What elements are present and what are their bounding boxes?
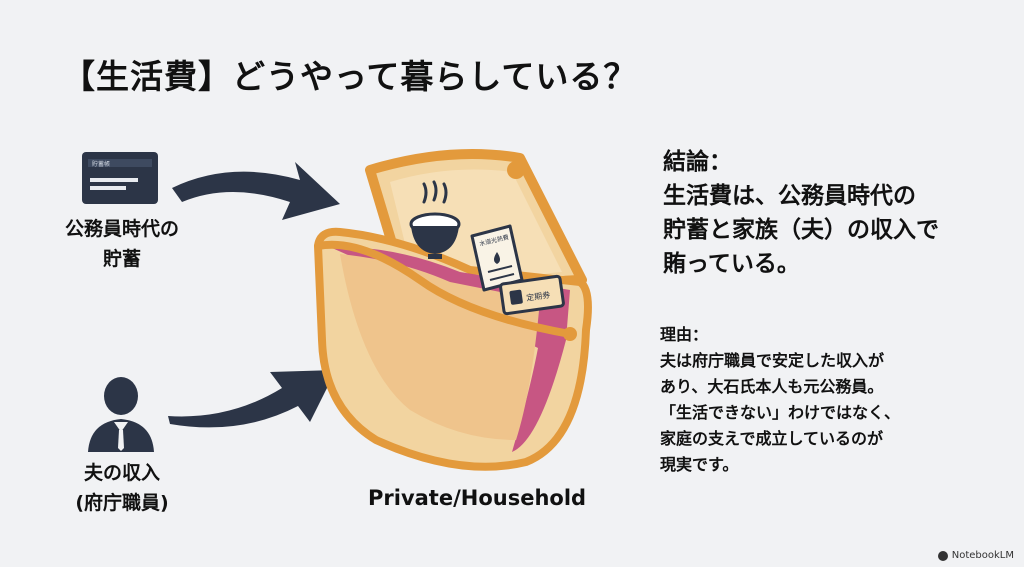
page-title: 【生活費】どうやって暮らしている？ <box>62 57 638 96</box>
reason-heading: 理由： <box>660 325 709 344</box>
rice-bowl-icon <box>409 180 461 259</box>
savings-label-line2: 貯蓄 <box>102 248 141 270</box>
husband-income-label: 夫の収入 (府庁職員) <box>52 458 192 518</box>
reason-block: 理由： 夫は府庁職員で安定した収入が あり、大石氏本人も元公務員。 「生活できな… <box>660 322 900 478</box>
brand-watermark: NotebookLM <box>937 550 1014 561</box>
train-pass-icon: 定期券 <box>499 274 565 316</box>
savings-label-line1: 公務員時代の <box>64 218 179 240</box>
savings-label: 公務員時代の 貯蓄 <box>52 214 192 274</box>
receipt-icon: 水道光熱費 <box>470 224 524 292</box>
reason-line: 現実です。 <box>660 455 739 474</box>
reason-line: 家庭の支えで成立しているのが <box>660 429 884 448</box>
purse-illustration: 水道光熱費 定期券 <box>314 149 592 471</box>
arrow-top <box>172 162 340 220</box>
notebooklm-logo-icon <box>937 550 948 561</box>
conclusion-heading: 結論： <box>663 149 732 175</box>
conclusion-block: 結論： 生活費は、公務員時代の 貯蓄と家族（夫）の収入で 賄っている。 <box>663 145 939 281</box>
bankbook-card-text: 貯蓄帳 <box>92 160 110 168</box>
train-pass-text: 定期券 <box>526 290 551 303</box>
person-icon <box>88 377 154 452</box>
bankbook-icon: 貯蓄帳 <box>82 152 158 204</box>
conclusion-line: 貯蓄と家族（夫）の収入で <box>663 217 939 243</box>
husband-income-line2: (府庁職員) <box>75 492 169 514</box>
brand-text: NotebookLM <box>951 550 1014 561</box>
reason-line: 夫は府庁職員で安定した収入が <box>660 351 885 370</box>
conclusion-line: 生活費は、公務員時代の <box>663 183 916 209</box>
conclusion-line: 賄っている。 <box>663 251 800 277</box>
reason-line: 「生活できない」わけではなく、 <box>660 403 901 422</box>
reason-line: あり、大石氏本人も元公務員。 <box>660 377 884 396</box>
purse-caption: Private/Household <box>368 486 587 510</box>
husband-income-line1: 夫の収入 <box>83 462 160 484</box>
arrow-bottom <box>168 370 336 428</box>
